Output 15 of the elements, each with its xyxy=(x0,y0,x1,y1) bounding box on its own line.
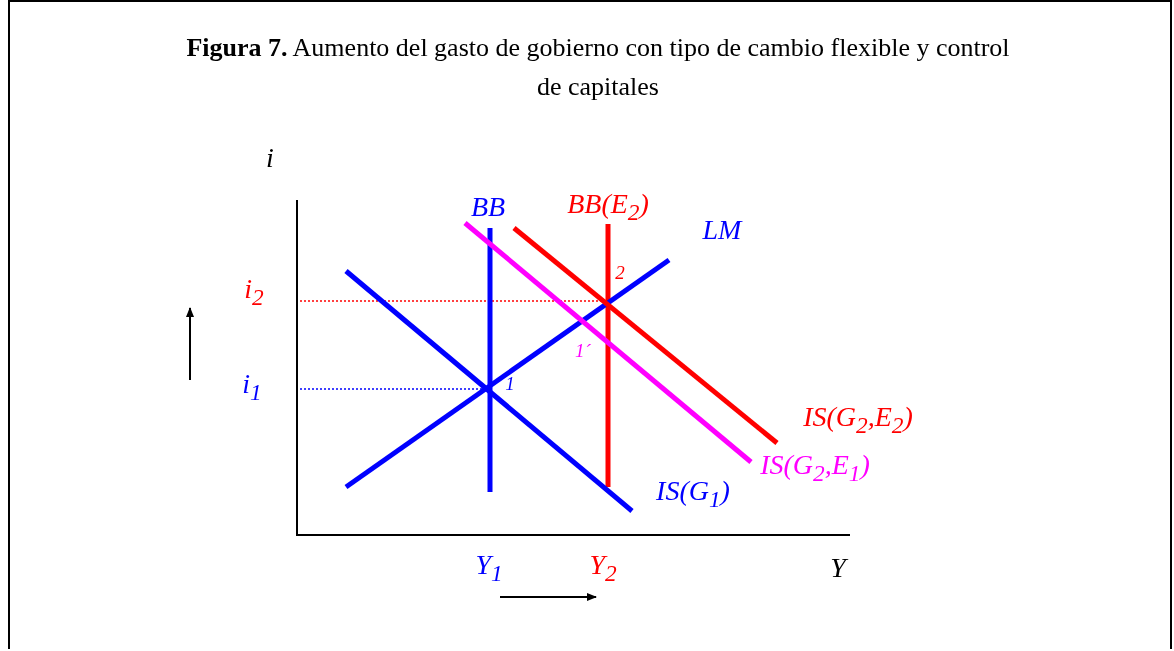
curve-label: IS(G$_{1}$) xyxy=(656,477,730,511)
curve-label: IS(G$_{2}$,E$_{2}$) xyxy=(803,403,913,437)
axis-value-label: i$_{2}$ xyxy=(244,275,264,309)
curve-label: IS(G$_{2}$,E$_{1}$) xyxy=(760,451,870,485)
axis-value-label: i$_{1}$ xyxy=(242,370,262,404)
axis-label: i xyxy=(266,144,274,172)
point-label: 1 xyxy=(505,373,515,393)
axis-value-label: Y$_{1}$ xyxy=(475,551,503,585)
curve-label: BB(E$_{2}$) xyxy=(567,190,649,224)
axis-value-label: Y$_{2}$ xyxy=(589,551,617,585)
point-label: 1´ xyxy=(575,340,591,360)
curve-label: BB xyxy=(470,193,506,221)
curve-label: LM xyxy=(702,216,742,244)
figure-title: Figura 7. Aumento del gasto de gobierno con tipo de cambio flexible y control de capitales xyxy=(185,32,1011,103)
point-label: 2 xyxy=(615,262,625,282)
